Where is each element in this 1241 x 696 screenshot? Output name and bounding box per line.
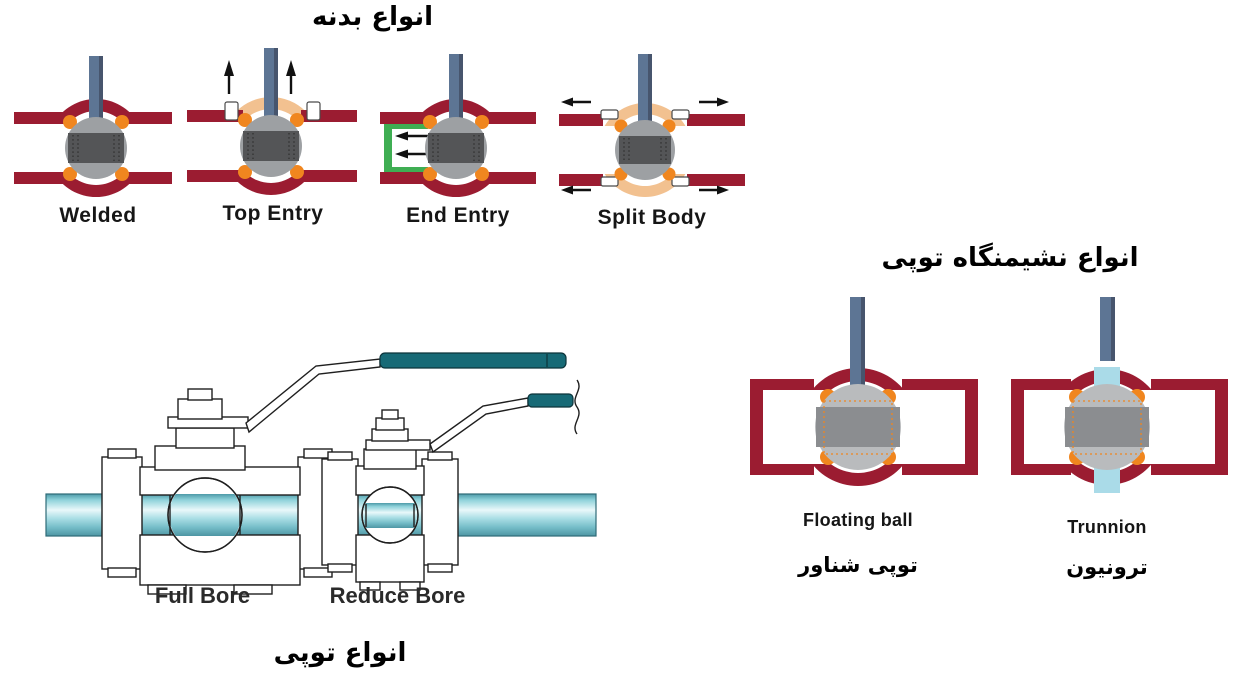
- stem-nut: [375, 417, 405, 431]
- top-entry-valve-figure: Top Entry: [183, 46, 363, 226]
- trunnion-label-fa: ترونیون: [1066, 555, 1148, 579]
- end-entry-valve-diagram: [368, 54, 548, 197]
- pipe-walls: [187, 110, 357, 182]
- welded-valve-diagram: [8, 56, 188, 197]
- ball-seat-dots: [1072, 400, 1142, 455]
- seat-pads: [423, 115, 489, 181]
- valve-stem: [449, 54, 463, 122]
- trunnion-diagram: [1003, 297, 1238, 493]
- end-entry-seal: [384, 124, 428, 172]
- handle-grip: [527, 393, 574, 408]
- split-body-valve-diagram: [557, 54, 747, 197]
- valve-body-lower: [222, 146, 320, 195]
- top-entry-bonnet: [222, 97, 320, 146]
- ball-texture: [432, 135, 480, 161]
- top-entry-valve-diagram: [183, 48, 363, 195]
- valve-handle: [245, 358, 381, 434]
- welded-valve-figure: Welded: [8, 48, 188, 228]
- ball-seat-dots: [823, 400, 893, 455]
- full-bore-label: Full Bore: [154, 583, 251, 608]
- pipe-walls: [380, 112, 536, 184]
- split-body-label: Split Body: [597, 206, 707, 229]
- pipe-walls: [1011, 379, 1228, 475]
- floating-ball-label-fa: توپی شناور: [798, 553, 918, 577]
- floating-ball-diagram: [740, 297, 990, 486]
- ball-texture: [72, 135, 120, 161]
- ball-texture: [247, 133, 295, 159]
- welded-label: Welded: [59, 204, 137, 227]
- end-entry-label: End Entry: [406, 204, 510, 227]
- seat-types-title: انواع نشیمنگاه توپی: [881, 243, 1139, 273]
- valve-stem: [850, 297, 865, 389]
- top-entry-label: Top Entry: [222, 202, 324, 225]
- split-body-valve-figure: Split Body: [557, 50, 747, 230]
- split-arrow-icons: [561, 97, 729, 195]
- reduce-bore-label: Reduce Bore: [329, 583, 466, 608]
- bore-types-drawing: [45, 352, 597, 595]
- valve-stem: [89, 56, 103, 122]
- ball-types-title: انواع توپی: [273, 638, 407, 668]
- pipe-walls: [559, 114, 745, 186]
- trunnion-label: Trunnion: [1067, 517, 1147, 537]
- pipe-walls: [750, 379, 978, 475]
- pipe-break-mark: [574, 379, 580, 435]
- end-entry-valve-figure: End Entry: [368, 48, 548, 228]
- valve-handle: [429, 397, 529, 454]
- handle-grip: [379, 352, 567, 369]
- stem-nut: [177, 398, 223, 420]
- valve-stem: [638, 54, 652, 124]
- valve-stem: [1100, 297, 1115, 361]
- reduce-bore-valve-drawing: [321, 379, 580, 591]
- bonnet-bolts: [224, 101, 321, 121]
- pipe-walls: [14, 112, 172, 184]
- body-types-title: انواع بدنه: [311, 2, 433, 32]
- valve-stem: [264, 48, 278, 122]
- floating-ball-figure: Floating ball توپی شناور: [740, 295, 990, 595]
- floating-ball-label: Floating ball: [803, 510, 913, 530]
- trunnion-figure: Trunnion ترونیون: [1003, 295, 1238, 595]
- seat-pads: [63, 115, 129, 181]
- up-arrow-icon: [224, 60, 296, 94]
- body-bolts: [600, 109, 690, 187]
- seat-pads: [238, 113, 304, 179]
